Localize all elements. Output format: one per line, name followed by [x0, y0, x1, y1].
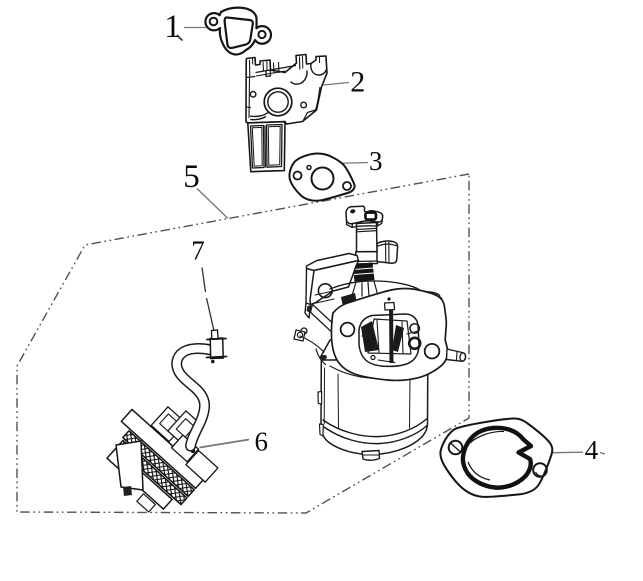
svg-text:7: 7 — [191, 236, 205, 266]
svg-text:4: 4 — [585, 435, 599, 465]
svg-text:1: 1 — [164, 9, 181, 45]
svg-text:2: 2 — [350, 66, 365, 99]
svg-text:3: 3 — [369, 146, 383, 176]
svg-text:6: 6 — [254, 426, 268, 456]
svg-text:5: 5 — [183, 159, 200, 195]
